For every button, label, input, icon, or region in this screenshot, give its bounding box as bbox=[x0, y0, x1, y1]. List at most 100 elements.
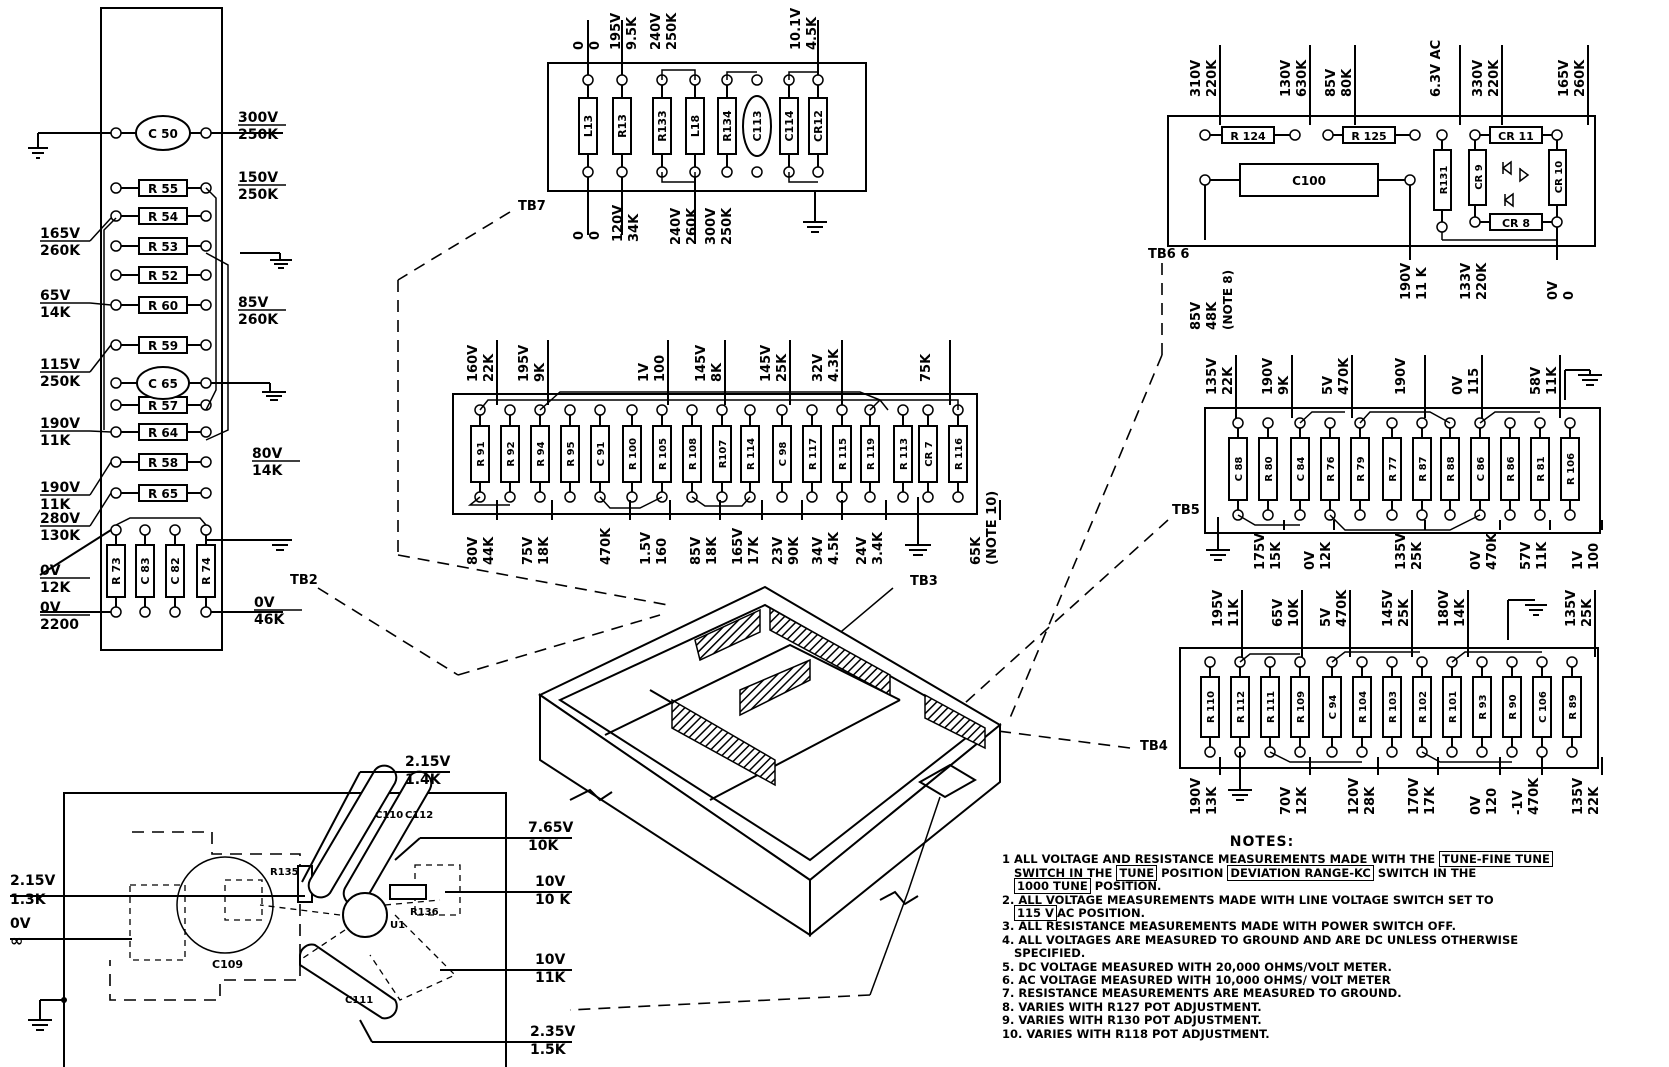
tb7-comp: CR12 bbox=[812, 110, 825, 142]
tb6-top-resistance: 220K bbox=[1205, 59, 1220, 97]
tb2-comp: R 54 bbox=[148, 210, 178, 224]
tb2-right-resistance: 250K bbox=[238, 127, 279, 143]
note-3: 3. ALL RESISTANCE MEASUREMENTS MADE WITH… bbox=[1002, 919, 1456, 934]
tb7-top-resistance: 4.5K bbox=[805, 16, 820, 50]
tb3-comp: R 91 bbox=[476, 441, 487, 466]
tb4-top-voltage: 195V bbox=[1211, 590, 1226, 627]
tb5-label: TB5 bbox=[1172, 503, 1200, 518]
tb5-comp: R 106 bbox=[1566, 453, 1577, 485]
tb2-comp: R 60 bbox=[148, 299, 178, 313]
tb4-top-voltage: 145V bbox=[1381, 590, 1396, 627]
tb4-bottom-voltage: 170V bbox=[1407, 778, 1422, 815]
tb2-comp: C 82 bbox=[169, 557, 182, 584]
tb5-bottom-resistance: 470K bbox=[1485, 532, 1500, 570]
tb2-left-resistance: 130K bbox=[40, 528, 81, 544]
tb2-comp: R 52 bbox=[148, 269, 178, 283]
tb2-comp: R 57 bbox=[148, 399, 178, 413]
tb4-bottom-resistance: 470K bbox=[1527, 777, 1542, 815]
tb2-left-voltage: 115V bbox=[40, 357, 80, 373]
tb5-comp: R 81 bbox=[1536, 456, 1547, 481]
tb3-comp: R 113 bbox=[899, 438, 910, 470]
tb6-bottom-voltage: 0V bbox=[1546, 281, 1561, 300]
tb5-comp: R 80 bbox=[1264, 456, 1275, 481]
tb4-comp: R 93 bbox=[1478, 694, 1489, 719]
tb3-top-resistance: 25K bbox=[775, 353, 790, 382]
tb3-bottom-resistance: 17K bbox=[747, 536, 762, 565]
tb6-comp: CR 10 bbox=[1554, 161, 1565, 193]
note-4: 4. ALL VOLTAGES ARE MEASURED TO GROUND A… bbox=[1002, 932, 1519, 947]
tb4-label: TB4 bbox=[1140, 739, 1168, 754]
tb2-left-voltage: 0V bbox=[40, 600, 61, 616]
tb3-comp: R 117 bbox=[808, 438, 819, 470]
tb5-top-voltage: 135V bbox=[1205, 358, 1220, 395]
note-5: 5. DC VOLTAGE MEASURED WITH 20,000 OHMS/… bbox=[1002, 959, 1392, 974]
tb4-top-resistance: 11K bbox=[1227, 598, 1242, 627]
tb5-top-voltage: 5V bbox=[1321, 376, 1336, 395]
bl-comp: U1 bbox=[390, 920, 405, 931]
bl-right-resistance: 11K bbox=[535, 970, 566, 986]
tb4-comp: R 90 bbox=[1508, 694, 1519, 719]
tb3-top-resistance: 8K bbox=[710, 362, 725, 382]
tb5-bottom-resistance: 100 bbox=[1587, 543, 1602, 570]
tb3-bottom-voltage: 23V bbox=[771, 537, 786, 565]
tb4-bottom-voltage: 120V bbox=[1347, 778, 1362, 815]
bl-comp: C111 bbox=[345, 995, 373, 1006]
tb2-comp: R 74 bbox=[200, 557, 213, 585]
tb6-bottom-voltage: 190V bbox=[1399, 263, 1414, 300]
tb2-comp: C 83 bbox=[139, 557, 152, 584]
tb3-top-resistance: 100 bbox=[653, 355, 668, 382]
tb7-top-resistance: 0 bbox=[588, 41, 603, 50]
note-1: 1 ALL VOLTAGE AND RESISTANCE MEASUREMENT… bbox=[1002, 851, 1662, 868]
tb3-bottom-voltage: 75V bbox=[521, 537, 536, 565]
tb6-bottom-resistance: 48K bbox=[1205, 301, 1220, 330]
tb2-comp: R 64 bbox=[148, 426, 178, 440]
tb2-left-resistance: 250K bbox=[40, 374, 81, 390]
tb4-comp: R 101 bbox=[1448, 691, 1459, 723]
tb7-comp: C113 bbox=[751, 110, 764, 141]
tb6-top-voltage: 85V bbox=[1324, 69, 1339, 97]
tb2-left-voltage: 190V bbox=[40, 416, 80, 432]
tb4-bottom-resistance: 28K bbox=[1363, 786, 1378, 815]
tb7-top-voltage: 240V bbox=[649, 13, 664, 50]
tb3-bottom-resistance: 4.5K bbox=[827, 531, 842, 565]
bl-left-voltage: 0V bbox=[10, 916, 31, 932]
tb5-comp: R 86 bbox=[1506, 456, 1517, 481]
tb4-bottom-resistance: 120 bbox=[1485, 788, 1500, 815]
tb4-bottom-voltage: 0V bbox=[1469, 796, 1484, 815]
tb6-bottom-resistance: 0 bbox=[1562, 291, 1577, 300]
tb5-bottom-voltage: 175V bbox=[1253, 533, 1268, 570]
tb3-top-voltage: 145V bbox=[759, 345, 774, 382]
tb6-bottom-voltage: 85V bbox=[1189, 302, 1204, 330]
bl-right-resistance: 10 K bbox=[535, 892, 571, 908]
tb3-bottom-voltage: 165V bbox=[731, 528, 746, 565]
note-7: 7. RESISTANCE MEASUREMENTS ARE MEASURED … bbox=[1002, 986, 1402, 1001]
tb2-comp: R 73 bbox=[110, 557, 123, 585]
note-1-cont: SWITCH IN THE TUNE POSITION DEVIATION RA… bbox=[1014, 864, 1477, 881]
tb3-bottom-resistance: 3.4K bbox=[871, 531, 886, 565]
tb2-right-resistance: 46K bbox=[254, 612, 285, 628]
tb3-top-voltage: 75K bbox=[919, 353, 934, 382]
tb6-bottom-voltage: 133V bbox=[1459, 263, 1474, 300]
tb5-bottom-resistance: 25K bbox=[1410, 541, 1425, 570]
tb5-top-voltage: 190V bbox=[1394, 358, 1409, 395]
tb3-comp: CR 7 bbox=[924, 441, 935, 467]
tb4-comp: R 103 bbox=[1388, 691, 1399, 723]
tb3-top-voltage: 145V bbox=[694, 345, 709, 382]
tb6-bottom-resistance: 220K bbox=[1475, 262, 1490, 300]
note-4-cont: SPECIFIED. bbox=[1014, 946, 1086, 961]
tb4-bottom-resistance: 17K bbox=[1423, 786, 1438, 815]
tb2-board: C 50 R 55R 54R 53R 52R 60R 59R 57R 64R 5… bbox=[28, 7, 661, 676]
bl-right-resistance: 10K bbox=[528, 838, 559, 854]
tb6-top-resistance: 260K bbox=[1573, 59, 1588, 97]
tb4-top-resistance: 25K bbox=[1397, 598, 1412, 627]
tb3-comp: R 92 bbox=[506, 441, 517, 466]
note-6: 6. AC VOLTAGE MEASURED WITH 10,000 OHMS/… bbox=[1002, 973, 1391, 988]
tb4-comp: R 104 bbox=[1358, 691, 1369, 723]
tb2-comp: R 65 bbox=[148, 487, 178, 501]
tb4-bottom-resistance: 22K bbox=[1587, 786, 1602, 815]
tb7-comp: C114 bbox=[783, 110, 796, 141]
